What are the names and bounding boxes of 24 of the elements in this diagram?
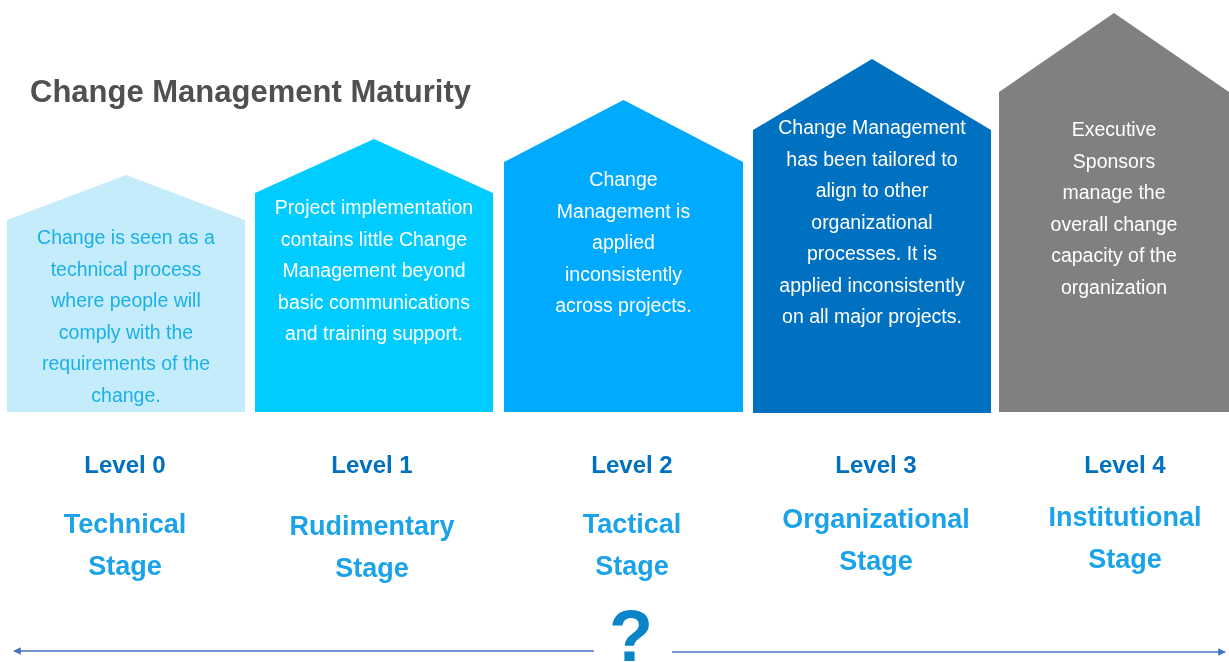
house-shape <box>504 100 743 412</box>
diagram-title: Change Management Maturity <box>30 76 471 107</box>
house-shape <box>999 13 1229 412</box>
level-label: Level 4 <box>1083 450 1167 480</box>
level-label: Level 2 <box>590 450 674 480</box>
stage-name: Technical Stage <box>62 508 188 583</box>
stage-description: Change Management is applied inconsistently across projects. <box>554 167 693 318</box>
arrow <box>671 648 1226 656</box>
level-label: Level 3 <box>834 450 918 480</box>
arrow <box>13 647 595 655</box>
house-shape <box>7 175 245 412</box>
house-shape <box>753 59 991 413</box>
house-shape <box>255 139 493 412</box>
stage-description: Executive Sponsors manage the overall change capacity of the organization <box>1049 117 1179 300</box>
stage-name: Organizational Stage <box>781 503 971 578</box>
level-label: Level 1 <box>330 450 414 480</box>
stage-name: Tactical Stage <box>581 508 683 583</box>
level-label: Level 0 <box>83 450 167 480</box>
stage-name: Institutional Stage <box>1047 501 1203 576</box>
stage-description: Change is seen as a technical process where people will comply with the requirements of the change. <box>36 225 216 408</box>
stage-description: Change Management has been tailored to align to other organizational processes. It is applied inconsistently on all major projects. <box>777 115 967 329</box>
question-mark: ? <box>598 596 664 662</box>
stage-name: Rudimentary Stage <box>288 510 456 585</box>
stage-description: Project implementation contains little Change Management beyond basic communications and training support. <box>273 195 475 346</box>
